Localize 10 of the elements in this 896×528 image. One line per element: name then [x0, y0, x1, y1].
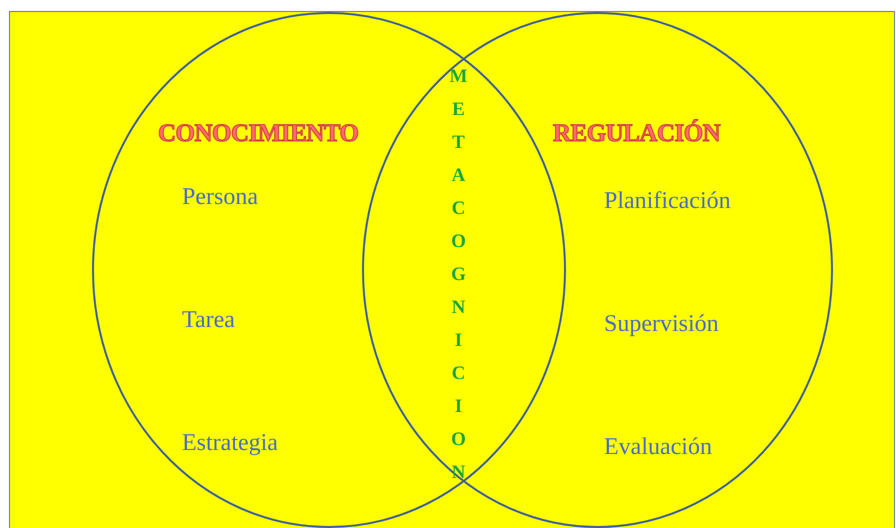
- vertical-label: METACOGNICION: [449, 66, 468, 495]
- category-item: Evaluación: [604, 434, 712, 462]
- circle-title: CONOCIMIENTO: [158, 120, 359, 149]
- category-item: Estrategia: [182, 430, 278, 458]
- category-item: Planificación: [604, 188, 731, 216]
- venn-circle: [362, 12, 833, 528]
- category-item: Supervisión: [604, 311, 719, 339]
- category-item: Tarea: [182, 307, 235, 335]
- circle-title: REGULACIÓN: [553, 120, 720, 149]
- category-item: Persona: [182, 184, 258, 212]
